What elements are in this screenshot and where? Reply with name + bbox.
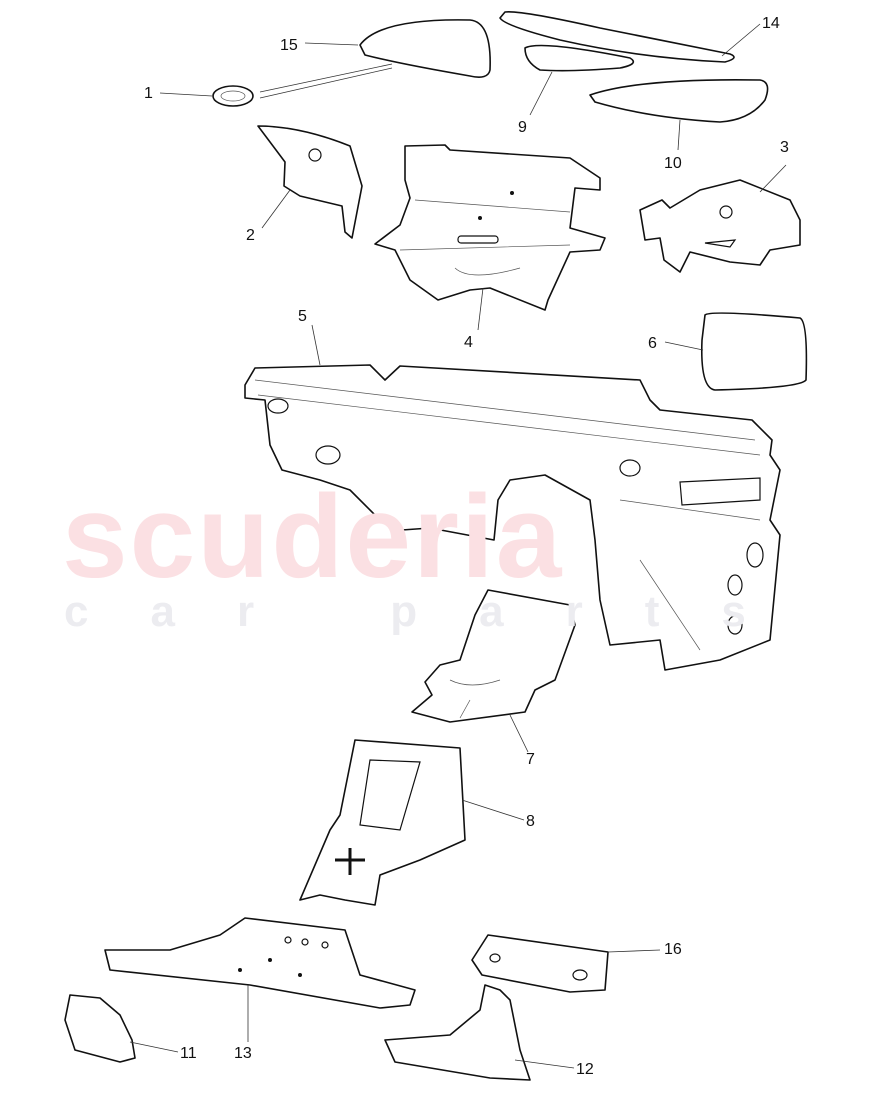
- leader-line: [529, 71, 553, 116]
- fastener-dot: [478, 216, 482, 220]
- callout-layer: 15 1 14 9 10 2 3 4 5 6 7 8 16 11 13 12: [129, 15, 789, 1078]
- callout-15[interactable]: 15: [280, 37, 298, 54]
- fastener-dot: [238, 968, 242, 972]
- callout-12[interactable]: 12: [576, 1061, 594, 1078]
- part-2[interactable]: [257, 125, 363, 239]
- hole: [572, 969, 588, 981]
- hole: [704, 239, 737, 248]
- leader-line: [721, 23, 761, 57]
- leader-line: [261, 189, 291, 229]
- leader-line: [159, 92, 213, 97]
- leader-line: [759, 164, 787, 193]
- callout-2[interactable]: 2: [246, 227, 255, 244]
- callout-5[interactable]: 5: [298, 308, 307, 325]
- part-11[interactable]: [64, 994, 136, 1063]
- part-10[interactable]: [589, 79, 769, 123]
- hole: [457, 235, 499, 244]
- detail-line: [254, 379, 761, 651]
- fastener-dot: [298, 973, 302, 977]
- hole: [284, 936, 292, 944]
- hole: [267, 398, 289, 414]
- hole: [719, 205, 733, 219]
- part-9[interactable]: [524, 44, 635, 72]
- callout-6[interactable]: 6: [648, 335, 657, 352]
- leader-line: [259, 67, 393, 99]
- part-7[interactable]: [411, 589, 576, 723]
- hole: [301, 938, 309, 946]
- part-15[interactable]: [359, 19, 491, 78]
- hole: [746, 542, 764, 568]
- part-1[interactable]: [212, 85, 254, 107]
- callout-3[interactable]: 3: [780, 139, 789, 156]
- callout-7[interactable]: 7: [526, 751, 535, 768]
- leader-line: [514, 1059, 575, 1069]
- callout-1[interactable]: 1: [144, 85, 153, 102]
- part-14[interactable]: [499, 11, 735, 63]
- hole: [727, 615, 743, 635]
- detail-line: [449, 679, 501, 719]
- leader-line: [129, 1041, 179, 1053]
- leader-line: [677, 119, 681, 151]
- cross-mark: [335, 848, 365, 875]
- callout-14[interactable]: 14: [762, 15, 780, 32]
- callout-16[interactable]: 16: [664, 941, 682, 958]
- leader-line: [311, 324, 321, 366]
- part-13[interactable]: [104, 917, 416, 1009]
- leader-line: [461, 799, 525, 821]
- hole: [489, 953, 501, 963]
- hole: [315, 445, 341, 465]
- detail-line: [399, 199, 571, 276]
- leader-line: [664, 341, 704, 351]
- callout-9[interactable]: 9: [518, 119, 527, 136]
- part-3[interactable]: [639, 179, 801, 273]
- hole: [321, 941, 329, 949]
- hole: [727, 574, 743, 596]
- leader-line: [259, 63, 393, 93]
- part-4[interactable]: [374, 144, 606, 311]
- callout-10[interactable]: 10: [664, 155, 682, 172]
- hole: [359, 759, 421, 831]
- leader-line: [304, 42, 359, 46]
- leader-line: [509, 714, 529, 753]
- part-16[interactable]: [471, 934, 609, 993]
- callout-8[interactable]: 8: [526, 813, 535, 830]
- part-12[interactable]: [384, 984, 531, 1081]
- leader-line: [477, 287, 484, 331]
- callout-13[interactable]: 13: [234, 1045, 252, 1062]
- part-6[interactable]: [700, 312, 808, 391]
- callout-4[interactable]: 4: [464, 334, 473, 351]
- leader-line: [607, 949, 661, 953]
- hole: [308, 148, 322, 162]
- fastener-dot: [268, 958, 272, 962]
- hole: [679, 477, 761, 506]
- fastener-dot: [510, 191, 514, 195]
- callout-11[interactable]: 11: [180, 1045, 197, 1062]
- hole: [619, 459, 641, 477]
